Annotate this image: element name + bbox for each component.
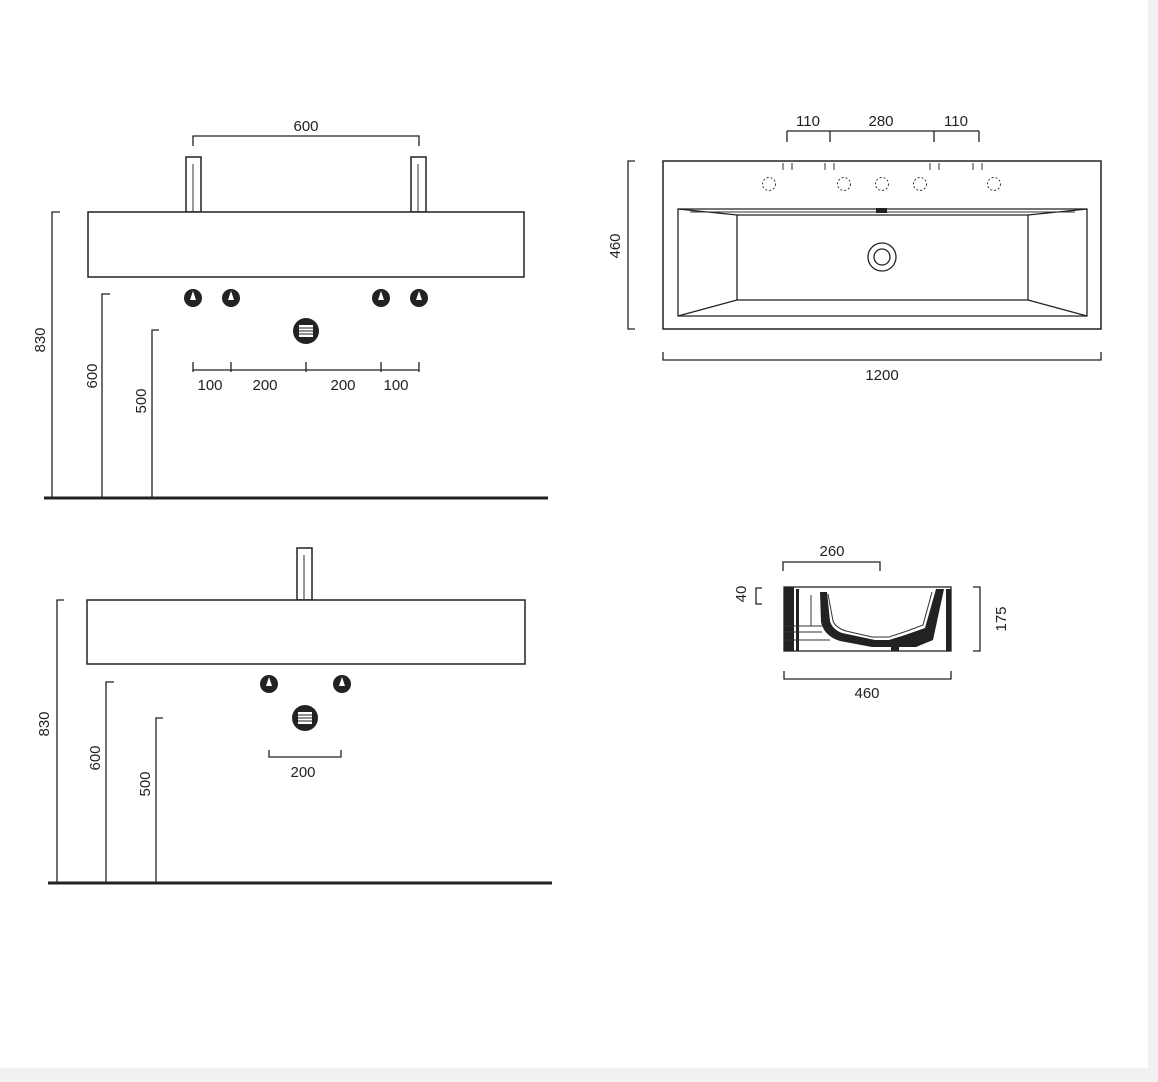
dim-height-label: 175 (993, 606, 1010, 631)
dim-tap-spacing: 600 (192, 118, 420, 146)
front-elevation-single: 200 830 600 500 (36, 547, 552, 885)
dim-hole-spacing: 110 280 110 (786, 113, 980, 142)
valve-icon (333, 675, 351, 693)
dim-height-label: 830 (32, 327, 49, 352)
dim-height-label: 600 (87, 745, 104, 770)
dim-height-830: 830 (36, 599, 64, 883)
basin-front (86, 599, 526, 665)
basin-bowl (677, 208, 1088, 317)
dim-spacing-single: 200 (268, 750, 342, 781)
dim-spacing-label: 200 (330, 377, 355, 394)
valve-icon (184, 289, 202, 307)
dim-width-label: 1200 (865, 367, 898, 384)
dim-bowl-width-label: 260 (819, 543, 844, 560)
top-plan-view: 110 280 110 (607, 113, 1102, 384)
dim-depth-460: 460 (783, 671, 952, 702)
dim-rim-label: 40 (733, 586, 750, 603)
tap-center (296, 547, 313, 601)
dim-height-600: 600 (84, 293, 110, 498)
dim-height-label: 500 (137, 771, 154, 796)
dim-height-label: 600 (84, 363, 101, 388)
dim-depth: 460 (607, 160, 635, 330)
section-view: 260 40 175 460 (733, 543, 1010, 702)
tap-left (185, 156, 202, 213)
valve-icon (222, 289, 240, 307)
front-elevation-double: 600 (32, 118, 548, 500)
page-edge-right (1148, 0, 1158, 1082)
dim-spacing-row: 100 200 200 100 (192, 362, 420, 394)
dim-spacing-label: 200 (252, 377, 277, 394)
dim-hole-label: 280 (868, 113, 893, 130)
dim-depth-label: 460 (854, 685, 879, 702)
dim-height-label: 500 (133, 388, 150, 413)
dim-hole-label: 110 (944, 113, 968, 130)
dim-width: 1200 (662, 352, 1102, 384)
basin-section-profile (783, 586, 952, 652)
dim-bowl-width: 260 (782, 543, 881, 571)
dim-height-label: 830 (36, 711, 53, 736)
dim-spacing-label: 100 (383, 377, 408, 394)
tap-right (410, 156, 427, 213)
dim-height-175: 175 (973, 586, 1010, 652)
dim-height-830: 830 (32, 211, 60, 498)
tap-hole-markers (762, 163, 1001, 191)
basin-top-outline (662, 160, 1102, 330)
dim-hole-label: 110 (796, 113, 820, 130)
valve-icon (410, 289, 428, 307)
dim-spacing-label: 200 (290, 764, 315, 781)
drain-outlet-icon (293, 318, 319, 344)
valve-icon (260, 675, 278, 693)
basin-front (87, 211, 525, 278)
drain-outlet-icon (292, 705, 318, 731)
valve-icon (372, 289, 390, 307)
dim-rim: 40 (733, 586, 762, 605)
dim-height-600: 600 (87, 681, 114, 883)
dim-spacing-label: 100 (197, 377, 222, 394)
page-edge-bottom (0, 1068, 1158, 1082)
drain-icon (867, 242, 897, 272)
dim-tap-spacing-label: 600 (293, 118, 318, 135)
dim-height-500: 500 (133, 329, 159, 498)
dim-height-500: 500 (137, 717, 163, 883)
dim-depth-label: 460 (607, 233, 624, 258)
